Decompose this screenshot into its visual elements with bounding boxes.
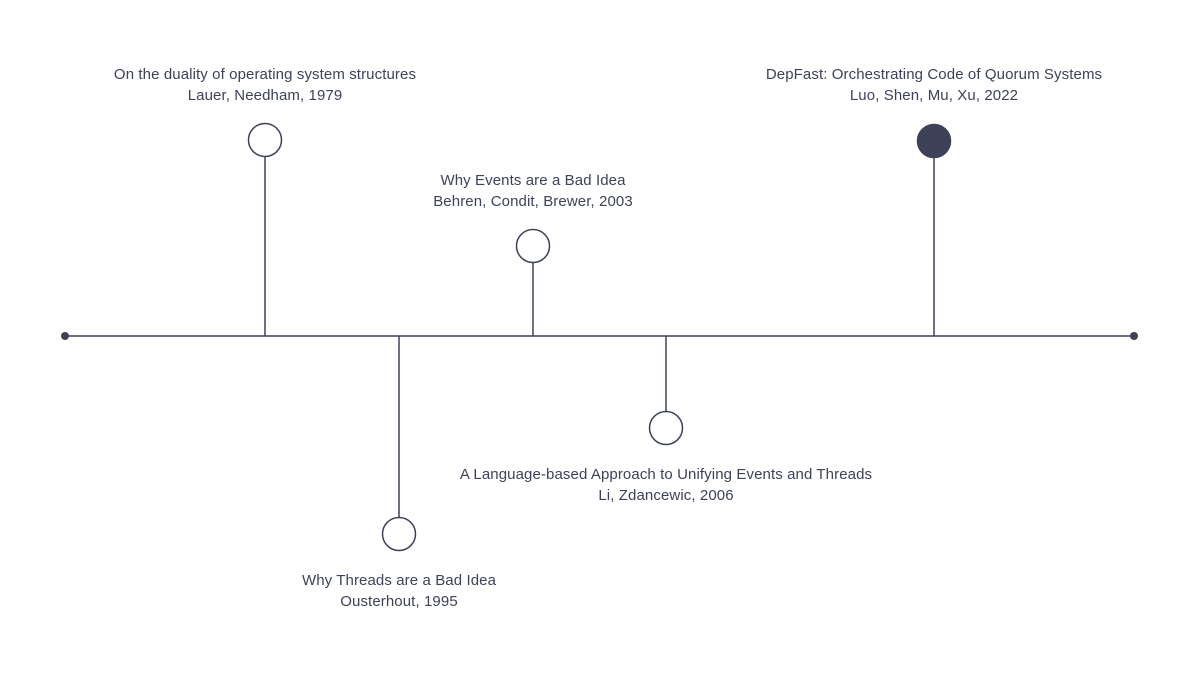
event-title: Why Threads are a Bad Idea xyxy=(301,572,497,589)
event-node-luo-shen-mu-xu-2022[interactable] xyxy=(916,123,952,159)
event-node-lauer-needham-1979[interactable] xyxy=(247,122,283,158)
event-label-behren-condit-brewer-2003: Why Events are a Bad Idea Behren, Condit… xyxy=(433,170,633,212)
event-meta: Ousterhout, 1995 xyxy=(340,593,458,610)
event-title: On the duality of operating system struc… xyxy=(113,66,417,83)
event-label-lauer-needham-1979: On the duality of operating system struc… xyxy=(114,64,416,106)
timeline-start-dot xyxy=(61,332,69,340)
timeline-end-dot xyxy=(1130,332,1138,340)
event-title: Why Events are a Bad Idea xyxy=(440,172,626,189)
event-meta: Lauer, Needham, 1979 xyxy=(187,87,343,104)
event-meta: Behren, Condit, Brewer, 2003 xyxy=(433,193,633,210)
event-label-li-zdancewic-2006: A Language-based Approach to Unifying Ev… xyxy=(460,464,872,506)
event-node-behren-condit-brewer-2003[interactable] xyxy=(515,228,551,264)
event-meta: Luo, Shen, Mu, Xu, 2022 xyxy=(849,87,1019,104)
event-label-ousterhout-1995: Why Threads are a Bad Idea Ousterhout, 1… xyxy=(302,570,496,612)
event-meta: Li, Zdancewic, 2006 xyxy=(598,487,734,504)
event-node-li-zdancewic-2006[interactable] xyxy=(648,410,684,446)
event-node-ousterhout-1995[interactable] xyxy=(381,516,417,552)
event-title: A Language-based Approach to Unifying Ev… xyxy=(459,466,873,483)
event-label-luo-shen-mu-xu-2022: DepFast: Orchestrating Code of Quorum Sy… xyxy=(766,64,1102,106)
event-title: DepFast: Orchestrating Code of Quorum Sy… xyxy=(765,66,1103,83)
